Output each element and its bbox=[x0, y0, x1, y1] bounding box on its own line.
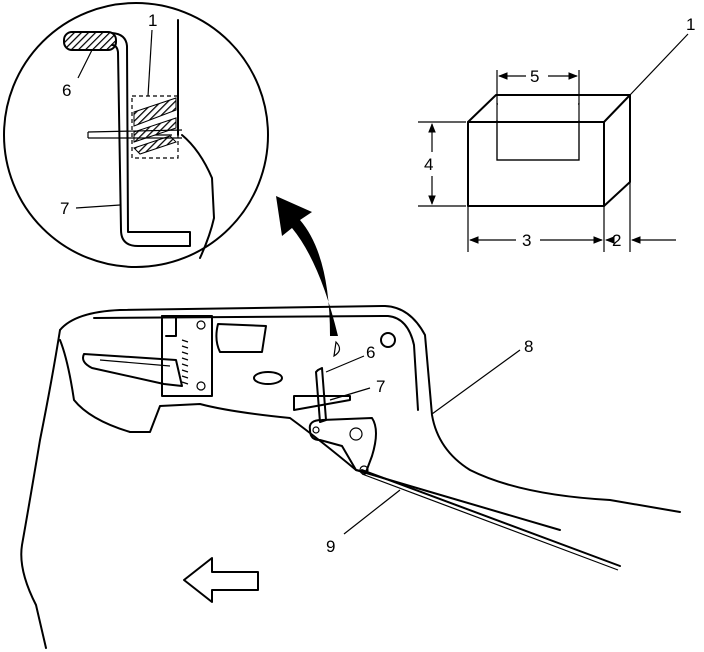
detail-circle bbox=[3, 2, 269, 268]
box-front-face bbox=[467, 121, 605, 207]
label-main-7: 7 bbox=[376, 377, 385, 396]
label-detail-6: 6 bbox=[62, 81, 71, 100]
insulator-block bbox=[131, 95, 179, 159]
box-top-face bbox=[467, 94, 631, 123]
rod-end-hatched bbox=[63, 31, 117, 51]
label-box-2: 2 bbox=[612, 231, 621, 250]
label-box-4: 4 bbox=[424, 155, 433, 174]
release-cable bbox=[361, 469, 621, 567]
label-box-1: 1 bbox=[686, 15, 695, 34]
curved-arrow bbox=[276, 196, 338, 336]
handle-mechanism bbox=[161, 315, 213, 397]
label-detail-7: 7 bbox=[60, 199, 69, 218]
access-hole bbox=[215, 323, 267, 353]
box-side-face bbox=[603, 94, 631, 207]
forward-direction-arrow bbox=[183, 557, 259, 603]
label-detail-1: 1 bbox=[148, 11, 157, 30]
label-box-5: 5 bbox=[530, 67, 539, 86]
lock-rod bbox=[111, 32, 191, 247]
label-main-8: 8 bbox=[524, 337, 533, 356]
dimension-box: 5 4 3 2 1 bbox=[418, 15, 695, 252]
detail-view: 1 6 7 bbox=[3, 2, 269, 268]
label-main-6: 6 bbox=[366, 343, 375, 362]
lock-rod-main bbox=[315, 367, 327, 423]
door-assembly: 6 7 8 9 bbox=[20, 305, 681, 649]
label-box-3: 3 bbox=[522, 231, 531, 250]
door-inner-panel bbox=[59, 305, 681, 513]
latch-plate bbox=[308, 417, 377, 473]
handle-recess bbox=[82, 353, 183, 387]
clip-plate bbox=[87, 129, 183, 139]
label-main-9: 9 bbox=[326, 537, 335, 556]
